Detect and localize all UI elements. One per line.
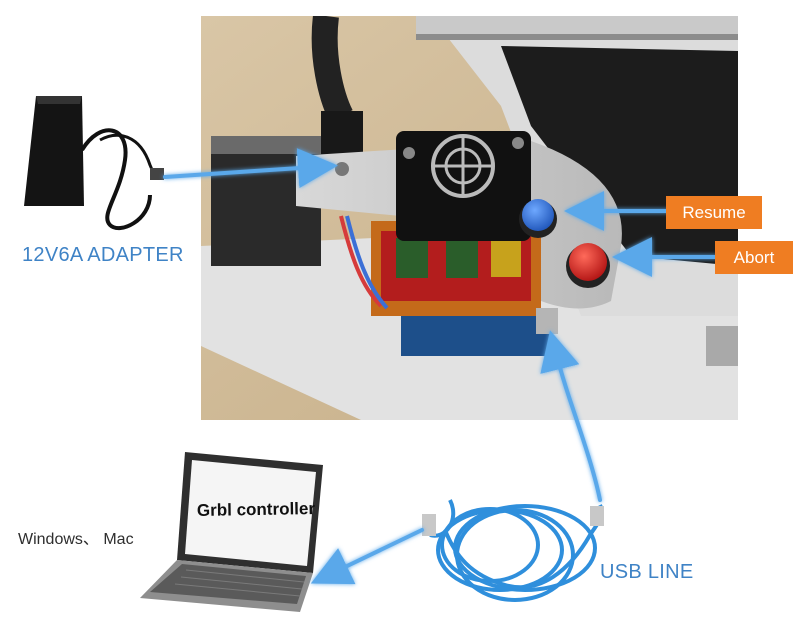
usb-plug-b bbox=[590, 506, 604, 526]
software-label: Grbl controller bbox=[196, 498, 316, 521]
usb-cable-icon bbox=[429, 499, 604, 602]
abort-callout: Abort bbox=[733, 247, 775, 267]
adapter-label: 12V6A ADAPTER bbox=[22, 244, 184, 266]
usb-to-laptop-arrow bbox=[310, 528, 424, 585]
os-label: Windows、 Mac bbox=[18, 531, 134, 548]
usb-plug-a bbox=[422, 514, 436, 536]
usb-line-label: USB LINE bbox=[600, 561, 694, 583]
laptop-icon bbox=[140, 452, 323, 612]
resume-callout: Resume bbox=[682, 202, 746, 222]
machine-photo bbox=[201, 16, 738, 420]
power-adapter-icon bbox=[24, 96, 164, 231]
